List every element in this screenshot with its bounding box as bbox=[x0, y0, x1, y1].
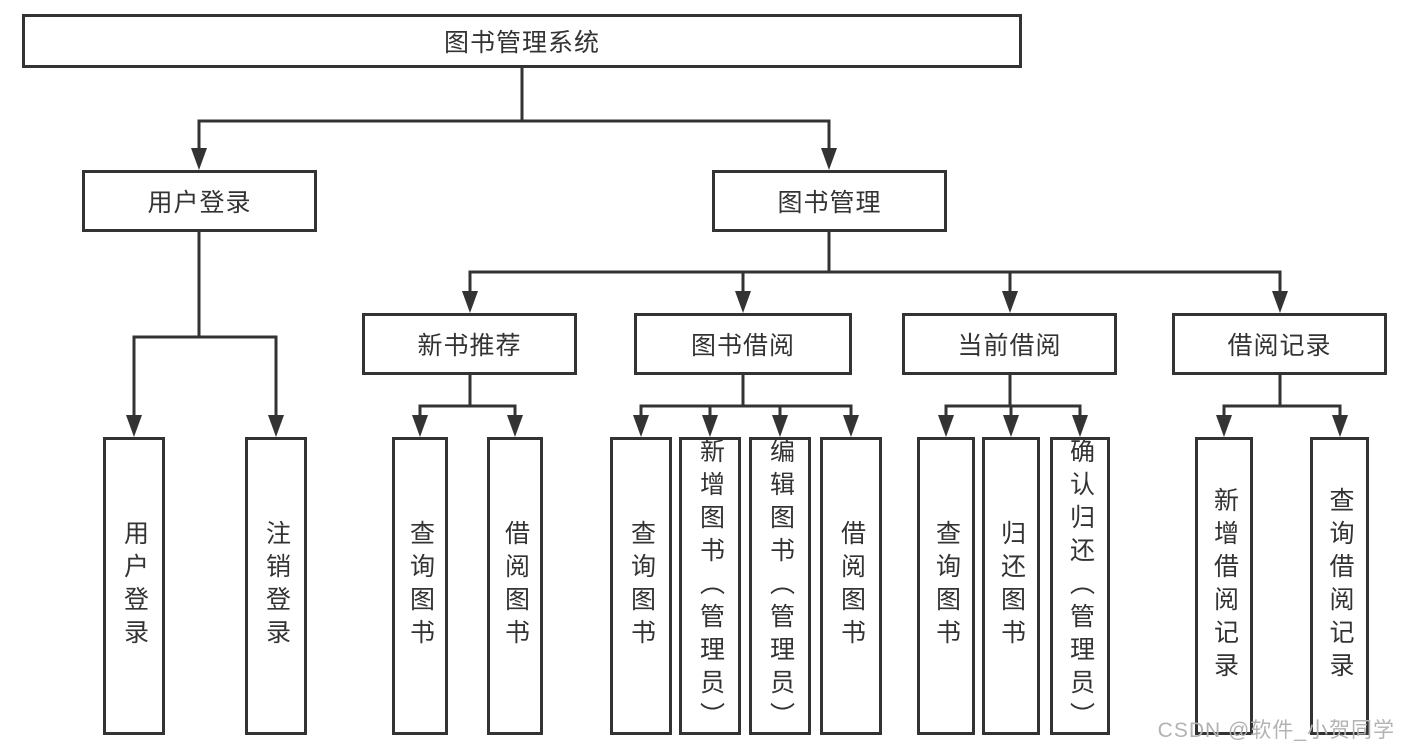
node-book-management: 图书管理 bbox=[712, 170, 947, 232]
node-root-library-management-system: 图书管理系统 bbox=[22, 14, 1022, 68]
node-label: 新增借阅记录 bbox=[1210, 487, 1239, 685]
node-label: 确认归还（管理员） bbox=[1066, 437, 1095, 735]
node-label: 图书借阅 bbox=[690, 332, 795, 360]
node-label: 查询借阅记录 bbox=[1326, 487, 1354, 685]
leaf-query-borrowing-record: 查询借阅记录 bbox=[1310, 437, 1369, 735]
node-label: 图书管理系统 bbox=[443, 29, 600, 57]
leaf-add-books-admin: 新增图书（管理员） bbox=[679, 437, 741, 735]
connector-root-to-level2 bbox=[191, 68, 837, 170]
node-label: 新增图书（管理员） bbox=[696, 437, 725, 735]
connector-current-borrow-to-leaves bbox=[938, 375, 1088, 437]
leaf-query-books-current: 查询图书 bbox=[917, 437, 975, 735]
node-label: 图书管理 bbox=[777, 189, 882, 217]
connector-user-login-to-leaves bbox=[126, 232, 284, 437]
node-user-login: 用户登录 bbox=[82, 170, 317, 232]
node-label: 借阅图书 bbox=[501, 520, 530, 652]
node-label: 新书推荐 bbox=[417, 332, 522, 360]
leaf-query-books-borrowing: 查询图书 bbox=[610, 437, 672, 735]
leaf-logout-login: 注销登录 bbox=[245, 437, 307, 735]
leaf-query-books-recommendation: 查询图书 bbox=[392, 437, 448, 735]
leaf-return-books: 归还图书 bbox=[982, 437, 1040, 735]
leaf-confirm-return-admin: 确认归还（管理员） bbox=[1050, 437, 1110, 735]
csdn-watermark: CSDN @软件_小贺同学 bbox=[1157, 719, 1395, 742]
node-current-borrowing: 当前借阅 bbox=[902, 313, 1117, 375]
node-label: 注销登录 bbox=[262, 520, 291, 652]
connector-new-book-rec-to-leaves bbox=[412, 375, 523, 437]
node-label: 当前借阅 bbox=[957, 332, 1062, 360]
node-new-book-recommendation: 新书推荐 bbox=[362, 313, 577, 375]
leaf-borrow-books-recommendation: 借阅图书 bbox=[487, 437, 543, 735]
node-label: 借阅图书 bbox=[837, 520, 866, 652]
connector-borrow-record-to-leaves bbox=[1216, 375, 1348, 437]
node-label: 查询图书 bbox=[406, 520, 435, 652]
node-label: 查询图书 bbox=[627, 520, 656, 652]
node-book-borrowing: 图书借阅 bbox=[634, 313, 852, 375]
leaf-user-login: 用户登录 bbox=[103, 437, 165, 735]
node-label: 借阅记录 bbox=[1227, 332, 1332, 360]
leaf-edit-books-admin: 编辑图书（管理员） bbox=[749, 437, 811, 735]
leaf-borrow-books-borrowing: 借阅图书 bbox=[820, 437, 882, 735]
node-label: 归还图书 bbox=[997, 520, 1026, 652]
node-borrowing-records: 借阅记录 bbox=[1172, 313, 1387, 375]
node-label: 用户登录 bbox=[147, 189, 252, 217]
node-label: 用户登录 bbox=[120, 520, 149, 652]
connector-book-borrow-to-leaves bbox=[633, 375, 859, 437]
node-label: 查询图书 bbox=[932, 520, 961, 652]
connector-book-mgmt-to-level3 bbox=[462, 232, 1288, 313]
node-label: 编辑图书（管理员） bbox=[766, 437, 795, 735]
leaf-add-borrowing-record: 新增借阅记录 bbox=[1195, 437, 1253, 735]
